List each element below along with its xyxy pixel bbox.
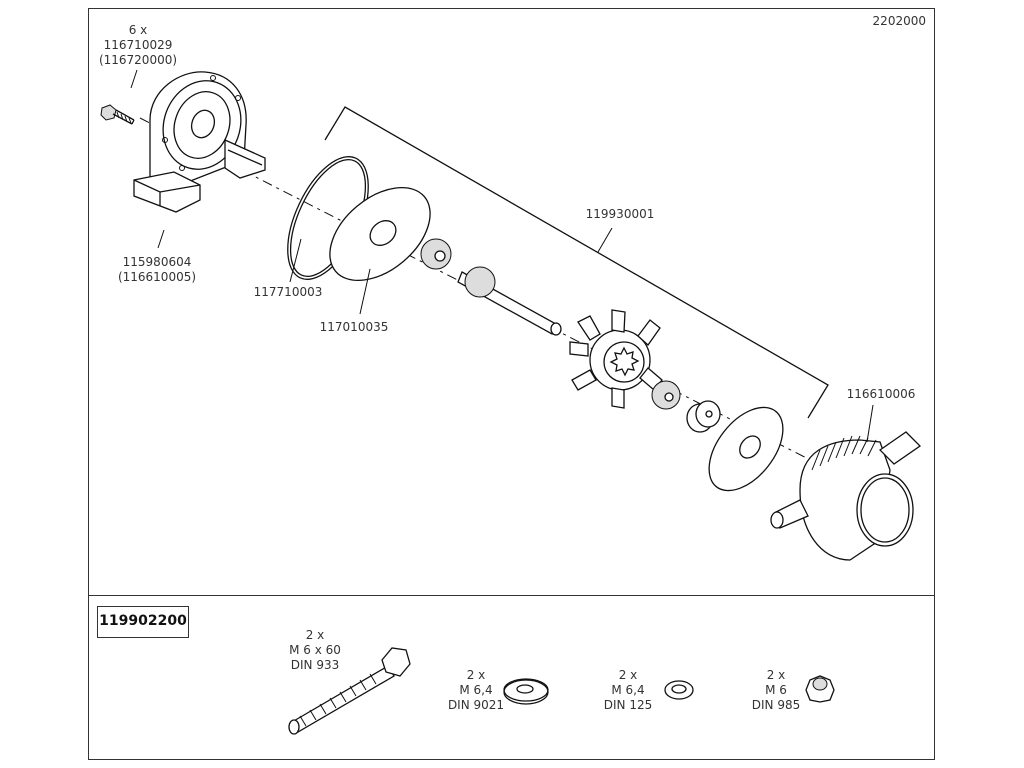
leader-pump-housing [866, 404, 874, 443]
kit-item-standard: DIN 9021 [447, 698, 505, 712]
callout-number: 117010035 [319, 320, 389, 334]
pump-housing-drawing[interactable] [770, 431, 922, 561]
callout-number: 119930001 [585, 207, 655, 221]
washer-drawing[interactable] [664, 680, 694, 700]
callout-number: 117710003 [253, 285, 323, 299]
kit-item-size: M 6,4 [459, 683, 493, 697]
kit-item-qty: 2 x [766, 668, 786, 682]
kit-item-size: M 6 x 60 [289, 643, 341, 657]
kit-item-lock-nut[interactable]: 2 x M 6 DIN 985 [750, 668, 802, 713]
gear-drawing[interactable] [420, 238, 452, 270]
leader-bracket [157, 229, 165, 249]
callout-impeller-kit[interactable]: 119930001 [582, 207, 658, 222]
kit-item-standard: DIN 125 [603, 698, 653, 712]
kit-item-qty: 2 x [466, 668, 486, 682]
callout-o-ring[interactable]: 117710003 [250, 285, 326, 300]
callout-pump-housing[interactable]: 116610006 [843, 387, 919, 402]
kit-item-washer[interactable]: 2 x M 6,4 DIN 125 [600, 668, 656, 713]
bolt-drawing[interactable] [288, 647, 411, 735]
end-gasket-drawing[interactable] [694, 394, 797, 504]
callout-gasket[interactable]: 117010035 [316, 320, 392, 335]
callout-bracket[interactable]: 115980604 (116610005) [112, 255, 202, 285]
leader-screw [130, 69, 138, 89]
kit-bracket-line [324, 106, 829, 419]
shaft-drawing[interactable] [457, 266, 562, 336]
kit-item-qty: 2 x [618, 668, 638, 682]
drawing-frame [88, 8, 935, 760]
bushing-drawing[interactable] [686, 400, 721, 433]
kit-item-bolt[interactable]: 2 x M 6 x 60 DIN 933 [280, 628, 350, 673]
screw-drawing[interactable] [100, 104, 135, 125]
callout-number: 115980604 [122, 255, 192, 269]
large-washer-drawing[interactable] [503, 678, 549, 705]
leader-gasket [359, 268, 371, 315]
callout-number: 116710029 [103, 38, 173, 52]
kit-item-size: M 6,4 [611, 683, 645, 697]
section-divider [88, 595, 935, 596]
callout-number: 116610006 [846, 387, 916, 401]
callout-alt-number: (116720000) [98, 53, 178, 67]
callout-screw[interactable]: 6 x 116710029 (116720000) [96, 23, 180, 68]
kit-item-size: M 6 [765, 683, 787, 697]
callout-qty: 6 x [128, 23, 148, 37]
leader-o-ring [289, 238, 302, 283]
kit-number-box[interactable]: 119902200 [97, 606, 189, 638]
impeller-drawing[interactable] [569, 309, 663, 409]
gear-drawing-2[interactable] [651, 380, 681, 410]
leader-impeller-kit [597, 227, 613, 253]
bracket-drawing[interactable] [133, 70, 266, 213]
kit-item-standard: DIN 985 [751, 698, 801, 712]
drawing-number: 2202000 [872, 14, 926, 28]
callout-alt-number: (116610005) [117, 270, 197, 284]
kit-item-large-washer[interactable]: 2 x M 6,4 DIN 9021 [443, 668, 509, 713]
lock-nut-drawing[interactable] [805, 675, 835, 703]
kit-item-qty: 2 x [305, 628, 325, 642]
gasket-drawing[interactable] [312, 169, 447, 299]
kit-item-standard: DIN 933 [290, 658, 340, 672]
